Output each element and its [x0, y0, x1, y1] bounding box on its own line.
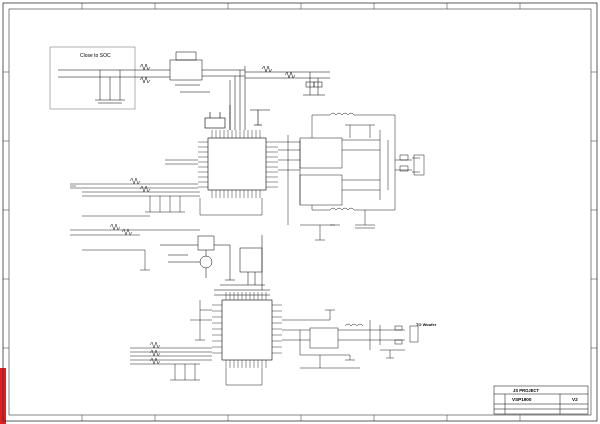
- close-to-soc-box: [49, 46, 136, 110]
- zone-ticks: [3, 3, 597, 421]
- title-revision: V2: [572, 397, 578, 402]
- lower-left-buses: [130, 300, 263, 386]
- to-woofer-label: TO Woofer: [416, 322, 437, 327]
- oscillator-circuit: [58, 51, 330, 130]
- main-ic-upper: [198, 105, 278, 198]
- title-block: [493, 385, 589, 415]
- main-ic-lower: [212, 292, 282, 368]
- title-company: JS PROJECT: [513, 388, 540, 393]
- amplifier-upper: [278, 112, 425, 241]
- title-model: VSP1900: [512, 397, 532, 402]
- regulator-section: [160, 235, 270, 296]
- close-to-soc-label: Close to SOC: [80, 53, 111, 59]
- inner-frame: [8, 8, 592, 416]
- woofer-amp-section: [282, 309, 419, 369]
- left-input-buses: [70, 159, 263, 271]
